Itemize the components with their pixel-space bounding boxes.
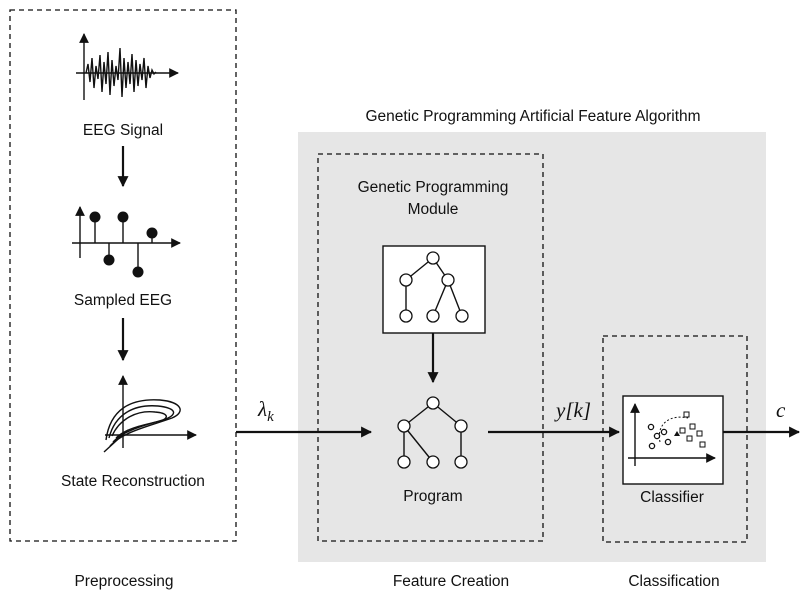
program-label: Program <box>403 488 462 505</box>
classification-box <box>602 335 748 543</box>
scatter-plot-icon <box>628 403 716 466</box>
feature-creation-section-label: Feature Creation <box>393 573 509 590</box>
stem-plot-icon <box>72 206 181 278</box>
eeg-signal-label: EEG Signal <box>83 122 163 139</box>
waveform-icon <box>76 33 179 100</box>
tree-icon <box>399 251 469 323</box>
algorithm-title: Genetic Programming Artificial Feature A… <box>365 108 700 125</box>
gp-module-label-line2: Module <box>408 201 459 218</box>
sampled-eeg-label: Sampled EEG <box>74 292 172 309</box>
yk-label: y[k] <box>554 398 591 422</box>
preprocessing-box <box>9 9 237 542</box>
c-label: c <box>776 398 786 422</box>
state-reconstruction-label: State Reconstruction <box>61 473 205 490</box>
algorithm-panel <box>298 132 766 562</box>
preprocessing-section-label: Preprocessing <box>74 573 173 590</box>
feature-creation-box <box>317 153 544 542</box>
phase-portrait-icon <box>103 375 197 453</box>
classifier-box <box>622 395 724 485</box>
classifier-label: Classifier <box>640 489 704 506</box>
tree-icon <box>397 396 468 469</box>
lambda-k-label: λk <box>257 397 274 425</box>
classification-section-label: Classification <box>628 573 719 590</box>
gp-module-label-line1: Genetic Programming <box>358 179 509 196</box>
